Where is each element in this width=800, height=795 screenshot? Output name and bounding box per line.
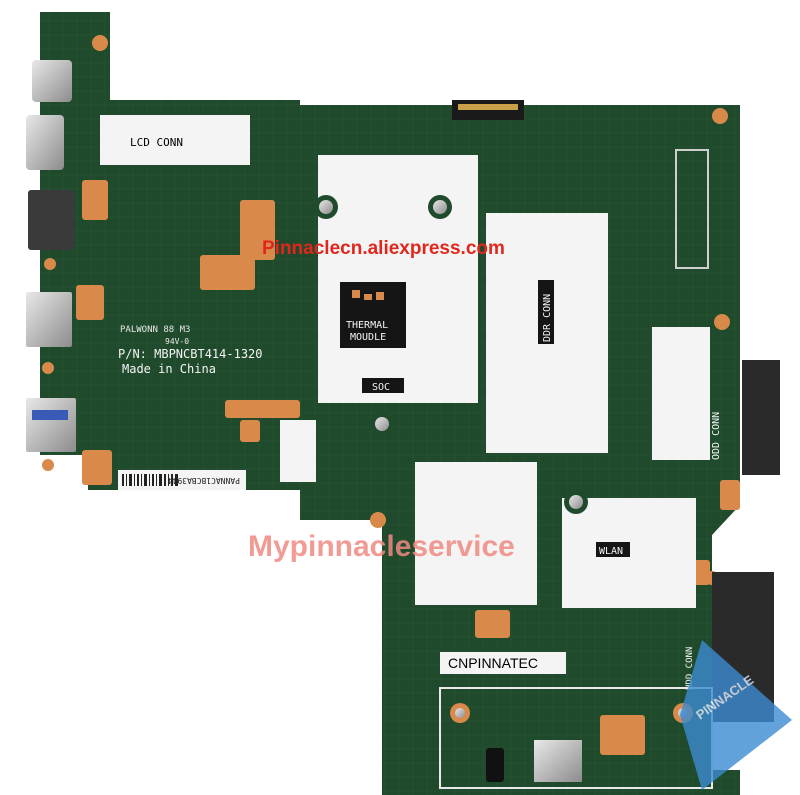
lcd-conn-text: LCD CONN — [130, 136, 183, 149]
store-url-watermark: Pinnaclecn.aliexpress.com — [262, 238, 505, 259]
wlan-text: WLAN — [599, 546, 623, 557]
bat-conn-text: BAT CONN — [285, 435, 295, 478]
lcd-conn-label-area — [100, 115, 250, 165]
ddr-conn-text: DDR CONN — [542, 294, 553, 342]
bat-conn-label-area — [280, 420, 316, 482]
rating-text: 94V-0 — [165, 337, 189, 346]
top-ribbon-connector — [452, 100, 524, 120]
bottom-usb-port — [534, 740, 582, 782]
part-number-text: P/N: MBPNCBT414-1320 — [118, 347, 263, 361]
cnpinnatec-label — [440, 652, 566, 674]
soc-chip — [340, 282, 406, 348]
odd-conn-text: ODD CONN — [711, 412, 722, 460]
audio-port — [28, 190, 74, 250]
copper-pads — [42, 35, 740, 755]
odd-conn-label-area — [652, 327, 710, 460]
usb-a-port-2 — [26, 398, 76, 452]
pcb-name-text: PALWONN 88 M3 — [120, 325, 190, 335]
soc-label-area — [318, 155, 478, 403]
center-label-area — [415, 462, 537, 605]
thermal-text-2: MOUDLE — [350, 332, 386, 343]
cnpinnatec-text: CNPINNATEC — [448, 655, 538, 671]
hdd-conn-text: HDD CONN — [685, 647, 695, 690]
barcode — [122, 474, 178, 486]
left-ports — [26, 60, 76, 452]
usb-a-port-1 — [26, 292, 72, 347]
service-watermark: Mypinnacleservice — [248, 530, 515, 563]
usb-c-port-top — [32, 60, 72, 102]
made-in-text: Made in China — [122, 362, 216, 376]
thermal-text-1: THERMAL — [346, 320, 388, 331]
pinnacle-logo: PINNACLE — [680, 640, 792, 790]
usb-c-port — [26, 115, 64, 170]
screw-holes — [314, 195, 693, 723]
barcode-text: PANNAC1BCBA3944 — [168, 476, 240, 485]
soc-text: SOC — [372, 382, 390, 393]
